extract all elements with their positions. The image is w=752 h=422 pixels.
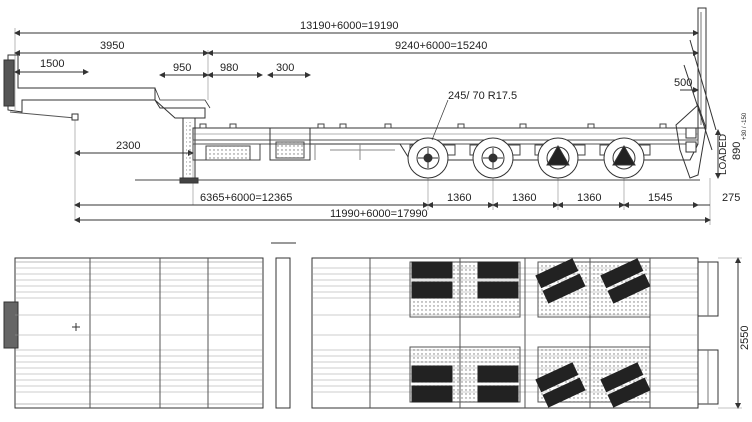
- dim-gooseneck: 3950: [100, 40, 124, 52]
- dim-rear-overhang: 1545: [648, 192, 672, 204]
- dim-kingpin-to-axle: 6365+6000=12365: [200, 192, 292, 204]
- side-view-labels: 13190+6000=19190 3950 9240+6000=15240 15…: [40, 20, 748, 220]
- wheel-3: [537, 137, 579, 179]
- loaded-tolerance: +30 / -150: [742, 112, 748, 140]
- dim-width: 2550: [739, 326, 751, 350]
- loaded-height: 890: [731, 142, 743, 160]
- top-view: [3, 242, 742, 409]
- top-view-tires: [411, 258, 651, 408]
- side-view: [3, 7, 721, 225]
- dim-total-length: 13190+6000=19190: [300, 20, 399, 32]
- wheel-2: [472, 137, 514, 179]
- wheel-4: [603, 137, 645, 179]
- loaded-label: LOADED: [718, 134, 729, 175]
- dim-overall-frame: 11990+6000=17990: [330, 208, 428, 220]
- dim-980: 980: [220, 62, 238, 74]
- dim-275: 275: [722, 192, 740, 204]
- dim-platform-length: 9240+6000=15240: [395, 40, 487, 52]
- dim-axle-spacing-3: 1360: [577, 192, 601, 204]
- wheel-1: [407, 137, 449, 179]
- dim-axle-spacing-2: 1360: [512, 192, 536, 204]
- rear-ramp: [675, 7, 717, 179]
- dim-500: 500: [674, 77, 692, 89]
- dim-axle-spacing-1: 1360: [447, 192, 471, 204]
- dim-950: 950: [173, 62, 191, 74]
- dim-2300: 2300: [116, 140, 140, 152]
- dim-300: 300: [276, 62, 294, 74]
- dim-1500: 1500: [40, 58, 64, 70]
- tire-size: 245/ 70 R17.5: [448, 90, 517, 102]
